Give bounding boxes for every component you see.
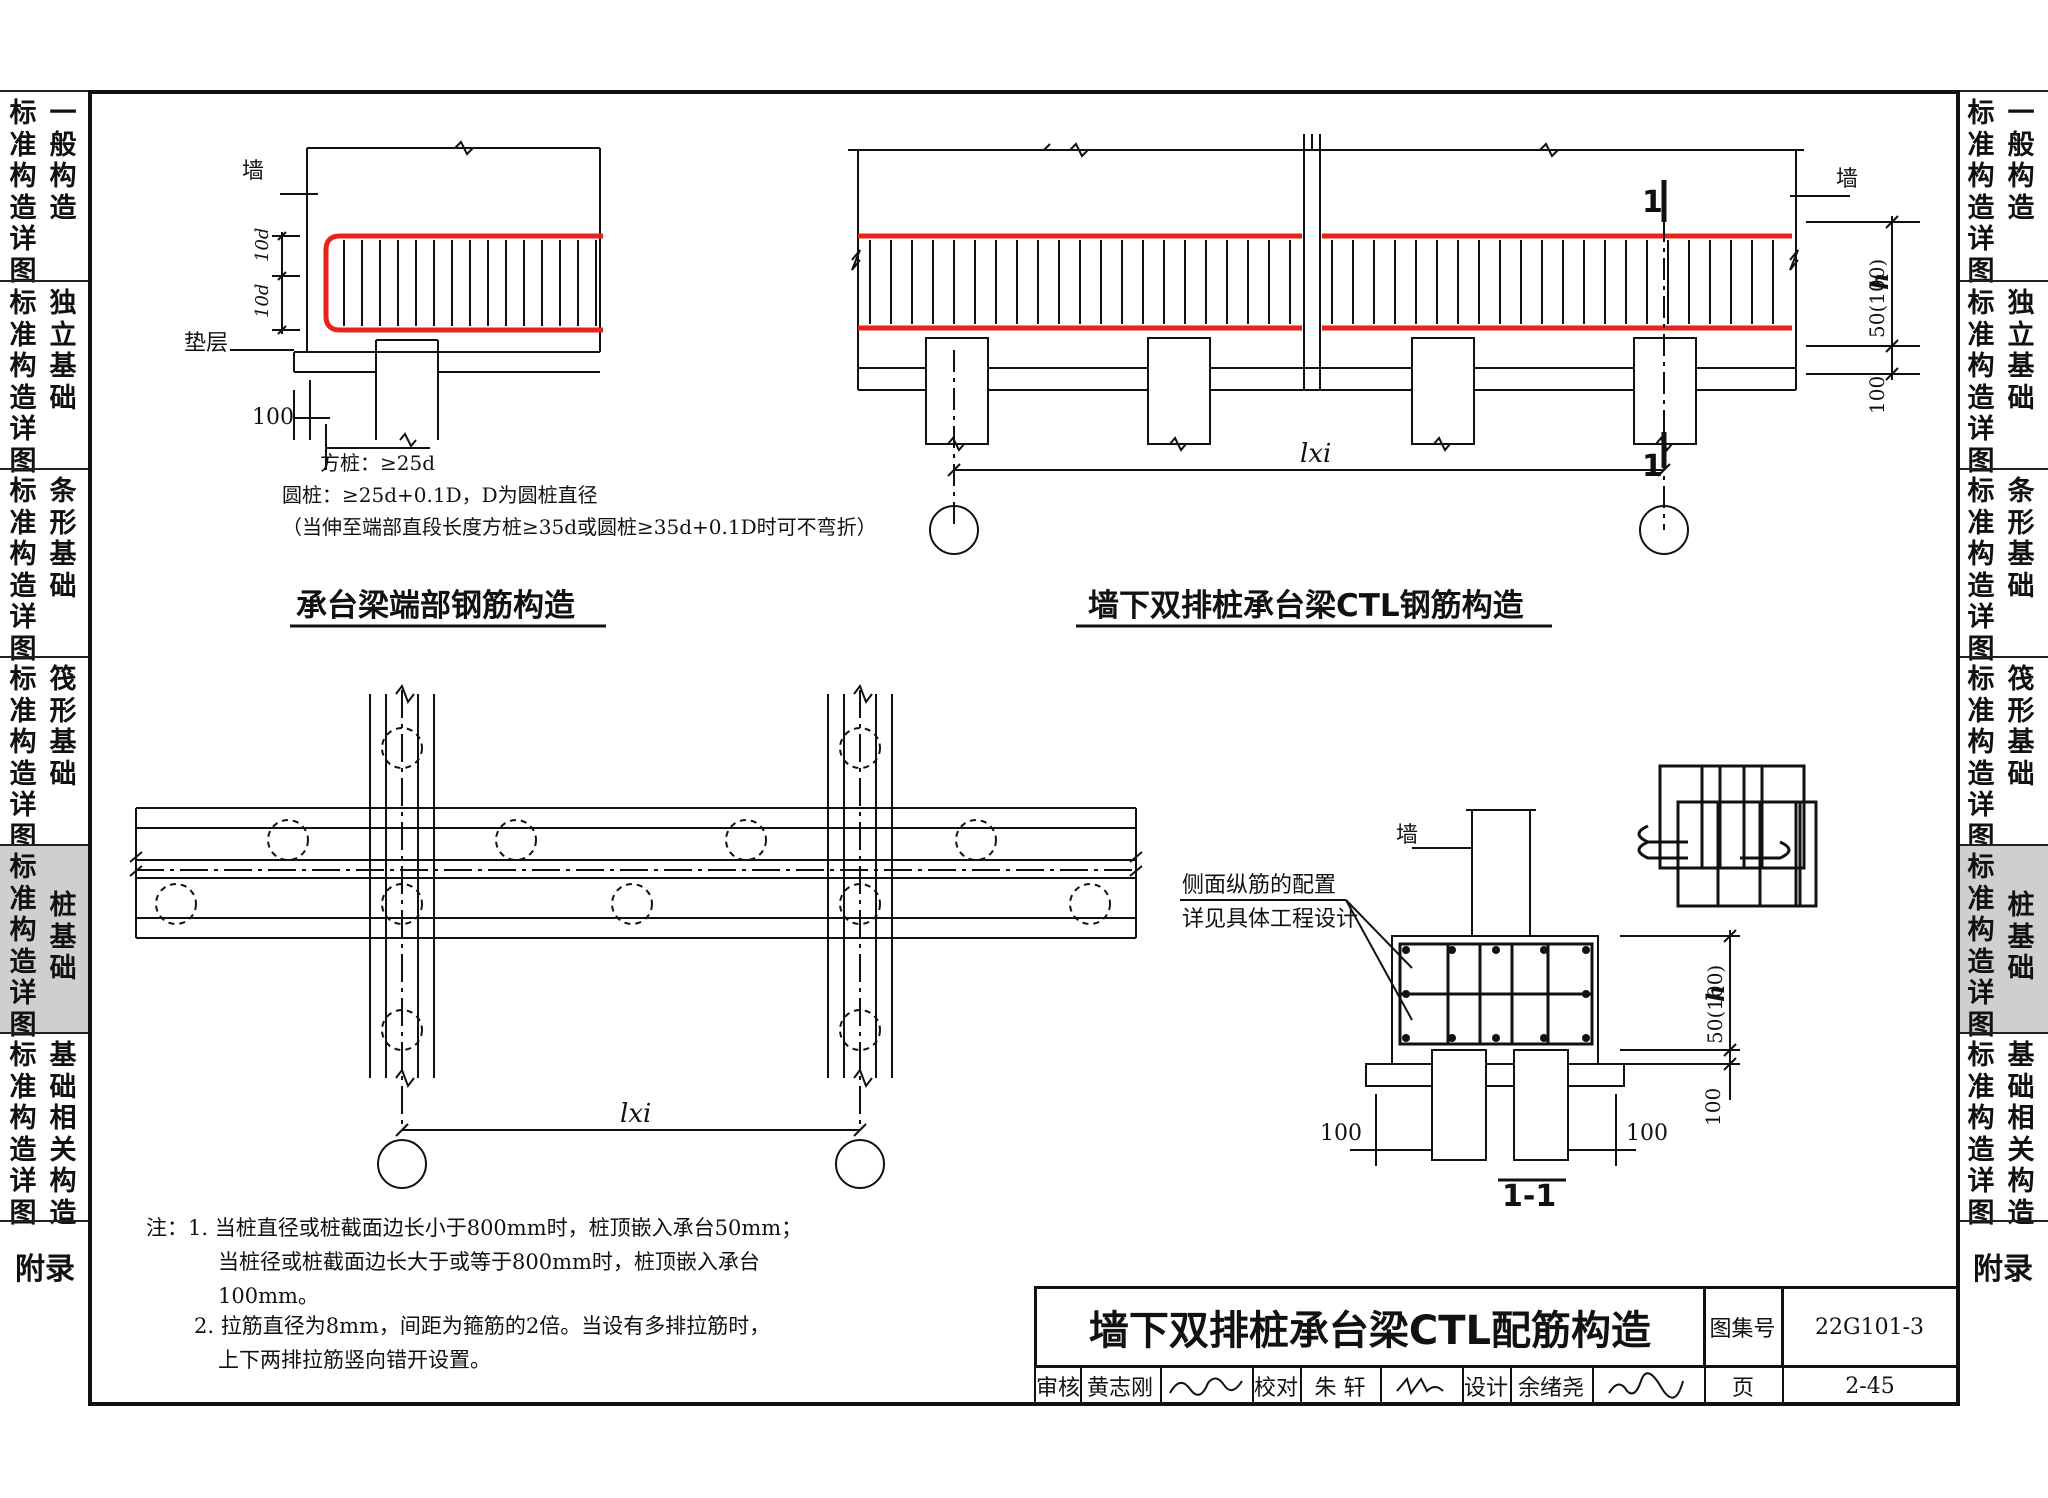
tab-label: 标准构造详图 — [9, 98, 37, 287]
d1-note-square: 方桩：≥25d — [320, 451, 435, 475]
tab-general[interactable]: 标准构造详图一般构造 — [0, 90, 90, 287]
tab-label: 独立基础 — [2007, 288, 2035, 414]
check-label: 校对 — [1252, 1366, 1302, 1406]
d3-dim-lxi: lxi — [620, 1099, 651, 1129]
tab-label: 附录 — [1973, 1252, 2033, 1287]
tab-label: 筏形基础 — [49, 664, 77, 790]
d4-side-note-1: 侧面纵筋的配置 — [1182, 873, 1336, 898]
tab-label: 附录 — [15, 1252, 75, 1287]
tab-label: 独立基础 — [49, 288, 77, 414]
note-line-5: 上下两排拉筋竖向错开设置。 — [218, 1348, 491, 1372]
d4-dim-h: h — [1701, 985, 1730, 1002]
tab-label: 标准构造详图 — [1967, 98, 1995, 287]
atlas-number: 22G101-3 — [1782, 1286, 1960, 1368]
drawing-title: 墙下双排桩承台梁CTL配筋构造 — [1034, 1286, 1706, 1368]
drawing-section-1-1 — [1180, 809, 1740, 1182]
tab-label: 标准构造详图 — [1967, 476, 1995, 665]
d1-title: 承台梁端部钢筋构造 — [296, 588, 575, 624]
tab-label: 标准构造详图 — [9, 664, 37, 853]
d2-dim-50: 50(100) — [1865, 259, 1889, 338]
reviewer-name: 黄志刚 — [1080, 1366, 1162, 1406]
checker-signature — [1380, 1366, 1464, 1406]
drawing-stirrup-detail — [1637, 764, 1818, 908]
d2-dim-h: h — [1865, 273, 1894, 290]
d1-dim-10d-top: 10d — [252, 228, 273, 262]
tab-label: 标准构造详图 — [1967, 1040, 1995, 1229]
d1-note-round: 圆桩：≥25d+0.1D，D为圆桩直径 — [282, 483, 598, 507]
d1-note-cond: （当伸至端部直段长度方桩≥35d或圆桩≥35d+0.1D时可不弯折） — [282, 515, 877, 539]
note-line-1: 注：1. 当桩直径或桩截面边长小于800mm时，桩顶嵌入承台50mm； — [146, 1216, 803, 1240]
tab-appendix-right[interactable]: 附录 — [1958, 1220, 2048, 1406]
tab-label: 标准构造详图 — [1967, 852, 1995, 1041]
review-label: 审核 — [1034, 1366, 1082, 1406]
tab-label: 标准构造详图 — [1967, 288, 1995, 477]
d4-title: 1-1 — [1502, 1179, 1556, 1214]
page-label: 页 — [1704, 1366, 1784, 1406]
tab-label: 标准构造详图 — [9, 1040, 37, 1229]
tab-label: 桩基础 — [49, 890, 77, 984]
note-line-4: 2. 拉筋直径为8mm，间距为箍筋的2倍。当设有多排拉筋时， — [194, 1314, 771, 1338]
tab-label: 基础相关构造 — [2007, 1040, 2035, 1229]
signature-icon — [1396, 1376, 1444, 1396]
tab-label: 桩基础 — [2007, 890, 2035, 984]
d4-dim-50: 50(100) — [1703, 965, 1727, 1044]
d4-dim-100-left: 100 — [1320, 1121, 1362, 1146]
tab-appendix[interactable]: 附录 — [0, 1220, 90, 1406]
stirrups-elevation — [869, 240, 1774, 324]
d1-wall-label: 墙 — [242, 159, 264, 184]
drawing-end-detail — [230, 140, 603, 470]
d2-title: 墙下双排桩承台梁CTL钢筋构造 — [1088, 588, 1524, 624]
tab-isolated-footing[interactable]: 标准构造详图独立基础 — [0, 280, 90, 477]
page-number: 2-45 — [1782, 1366, 1960, 1406]
tab-pile-foundation-right[interactable]: 标准构造详图桩基础 — [1958, 844, 2048, 1041]
drawing-ctl-elevation — [848, 134, 1920, 555]
d1-cushion-label: 垫层 — [184, 331, 228, 356]
d4-side-note-2: 详见具体工程设计 — [1182, 907, 1358, 932]
d2-section-mark-bottom: 1 — [1642, 449, 1663, 484]
designer-name: 余绪尧 — [1510, 1366, 1594, 1406]
d2-section-mark-top: 1 — [1642, 185, 1663, 220]
tab-label: 标准构造详图 — [9, 288, 37, 477]
tab-label: 标准构造详图 — [9, 852, 37, 1041]
drawing-frame — [88, 90, 1960, 1406]
tab-label: 一般构造 — [49, 98, 77, 224]
d4-dim-100-right-bottom: 100 — [1626, 1121, 1668, 1146]
signature-icon — [1608, 1372, 1684, 1399]
d2-dim-100: 100 — [1865, 376, 1889, 414]
drawing-plan-view — [129, 683, 1143, 1189]
tab-strip-footing[interactable]: 标准构造详图条形基础 — [0, 468, 90, 665]
tab-foundation-related-right[interactable]: 标准构造详图基础相关构造 — [1958, 1032, 2048, 1229]
note-line-3: 100mm。 — [218, 1284, 319, 1308]
design-label: 设计 — [1462, 1366, 1512, 1406]
title-block: 墙下双排桩承台梁CTL配筋构造 图集号 22G101-3 审核 黄志刚 校对 朱… — [1034, 1286, 1960, 1406]
tab-strip-footing-right[interactable]: 标准构造详图条形基础 — [1958, 468, 2048, 665]
checker-name: 朱 轩 — [1300, 1366, 1382, 1406]
tab-pile-foundation[interactable]: 标准构造详图桩基础 — [0, 844, 90, 1041]
tab-label: 筏形基础 — [2007, 664, 2035, 790]
tab-general-right[interactable]: 标准构造详图一般构造 — [1958, 90, 2048, 287]
d2-dim-lxi: lxi — [1300, 439, 1331, 469]
tab-label: 一般构造 — [2007, 98, 2035, 224]
d1-dim-100: 100 — [252, 405, 294, 430]
tab-label: 条形基础 — [49, 476, 77, 602]
tab-raft-foundation[interactable]: 标准构造详图筏形基础 — [0, 656, 90, 853]
d1-dim-10d-bottom: 10d — [252, 284, 273, 318]
signature-icon — [1169, 1377, 1243, 1396]
stirrups — [343, 240, 597, 326]
d4-wall-label: 墙 — [1396, 823, 1418, 848]
reviewer-signature — [1160, 1366, 1254, 1406]
tab-label: 基础相关构造 — [49, 1040, 77, 1229]
tab-label: 标准构造详图 — [9, 476, 37, 665]
tab-isolated-footing-right[interactable]: 标准构造详图独立基础 — [1958, 280, 2048, 477]
note-line-2: 当桩径或桩截面边长大于或等于800mm时，桩顶嵌入承台 — [218, 1250, 760, 1274]
designer-signature — [1592, 1366, 1706, 1406]
d4-dim-100-right: 100 — [1701, 1088, 1725, 1126]
tab-foundation-related[interactable]: 标准构造详图基础相关构造 — [0, 1032, 90, 1229]
tab-label: 条形基础 — [2007, 476, 2035, 602]
d2-wall-label: 墙 — [1836, 167, 1858, 192]
atlas-label: 图集号 — [1704, 1286, 1784, 1368]
